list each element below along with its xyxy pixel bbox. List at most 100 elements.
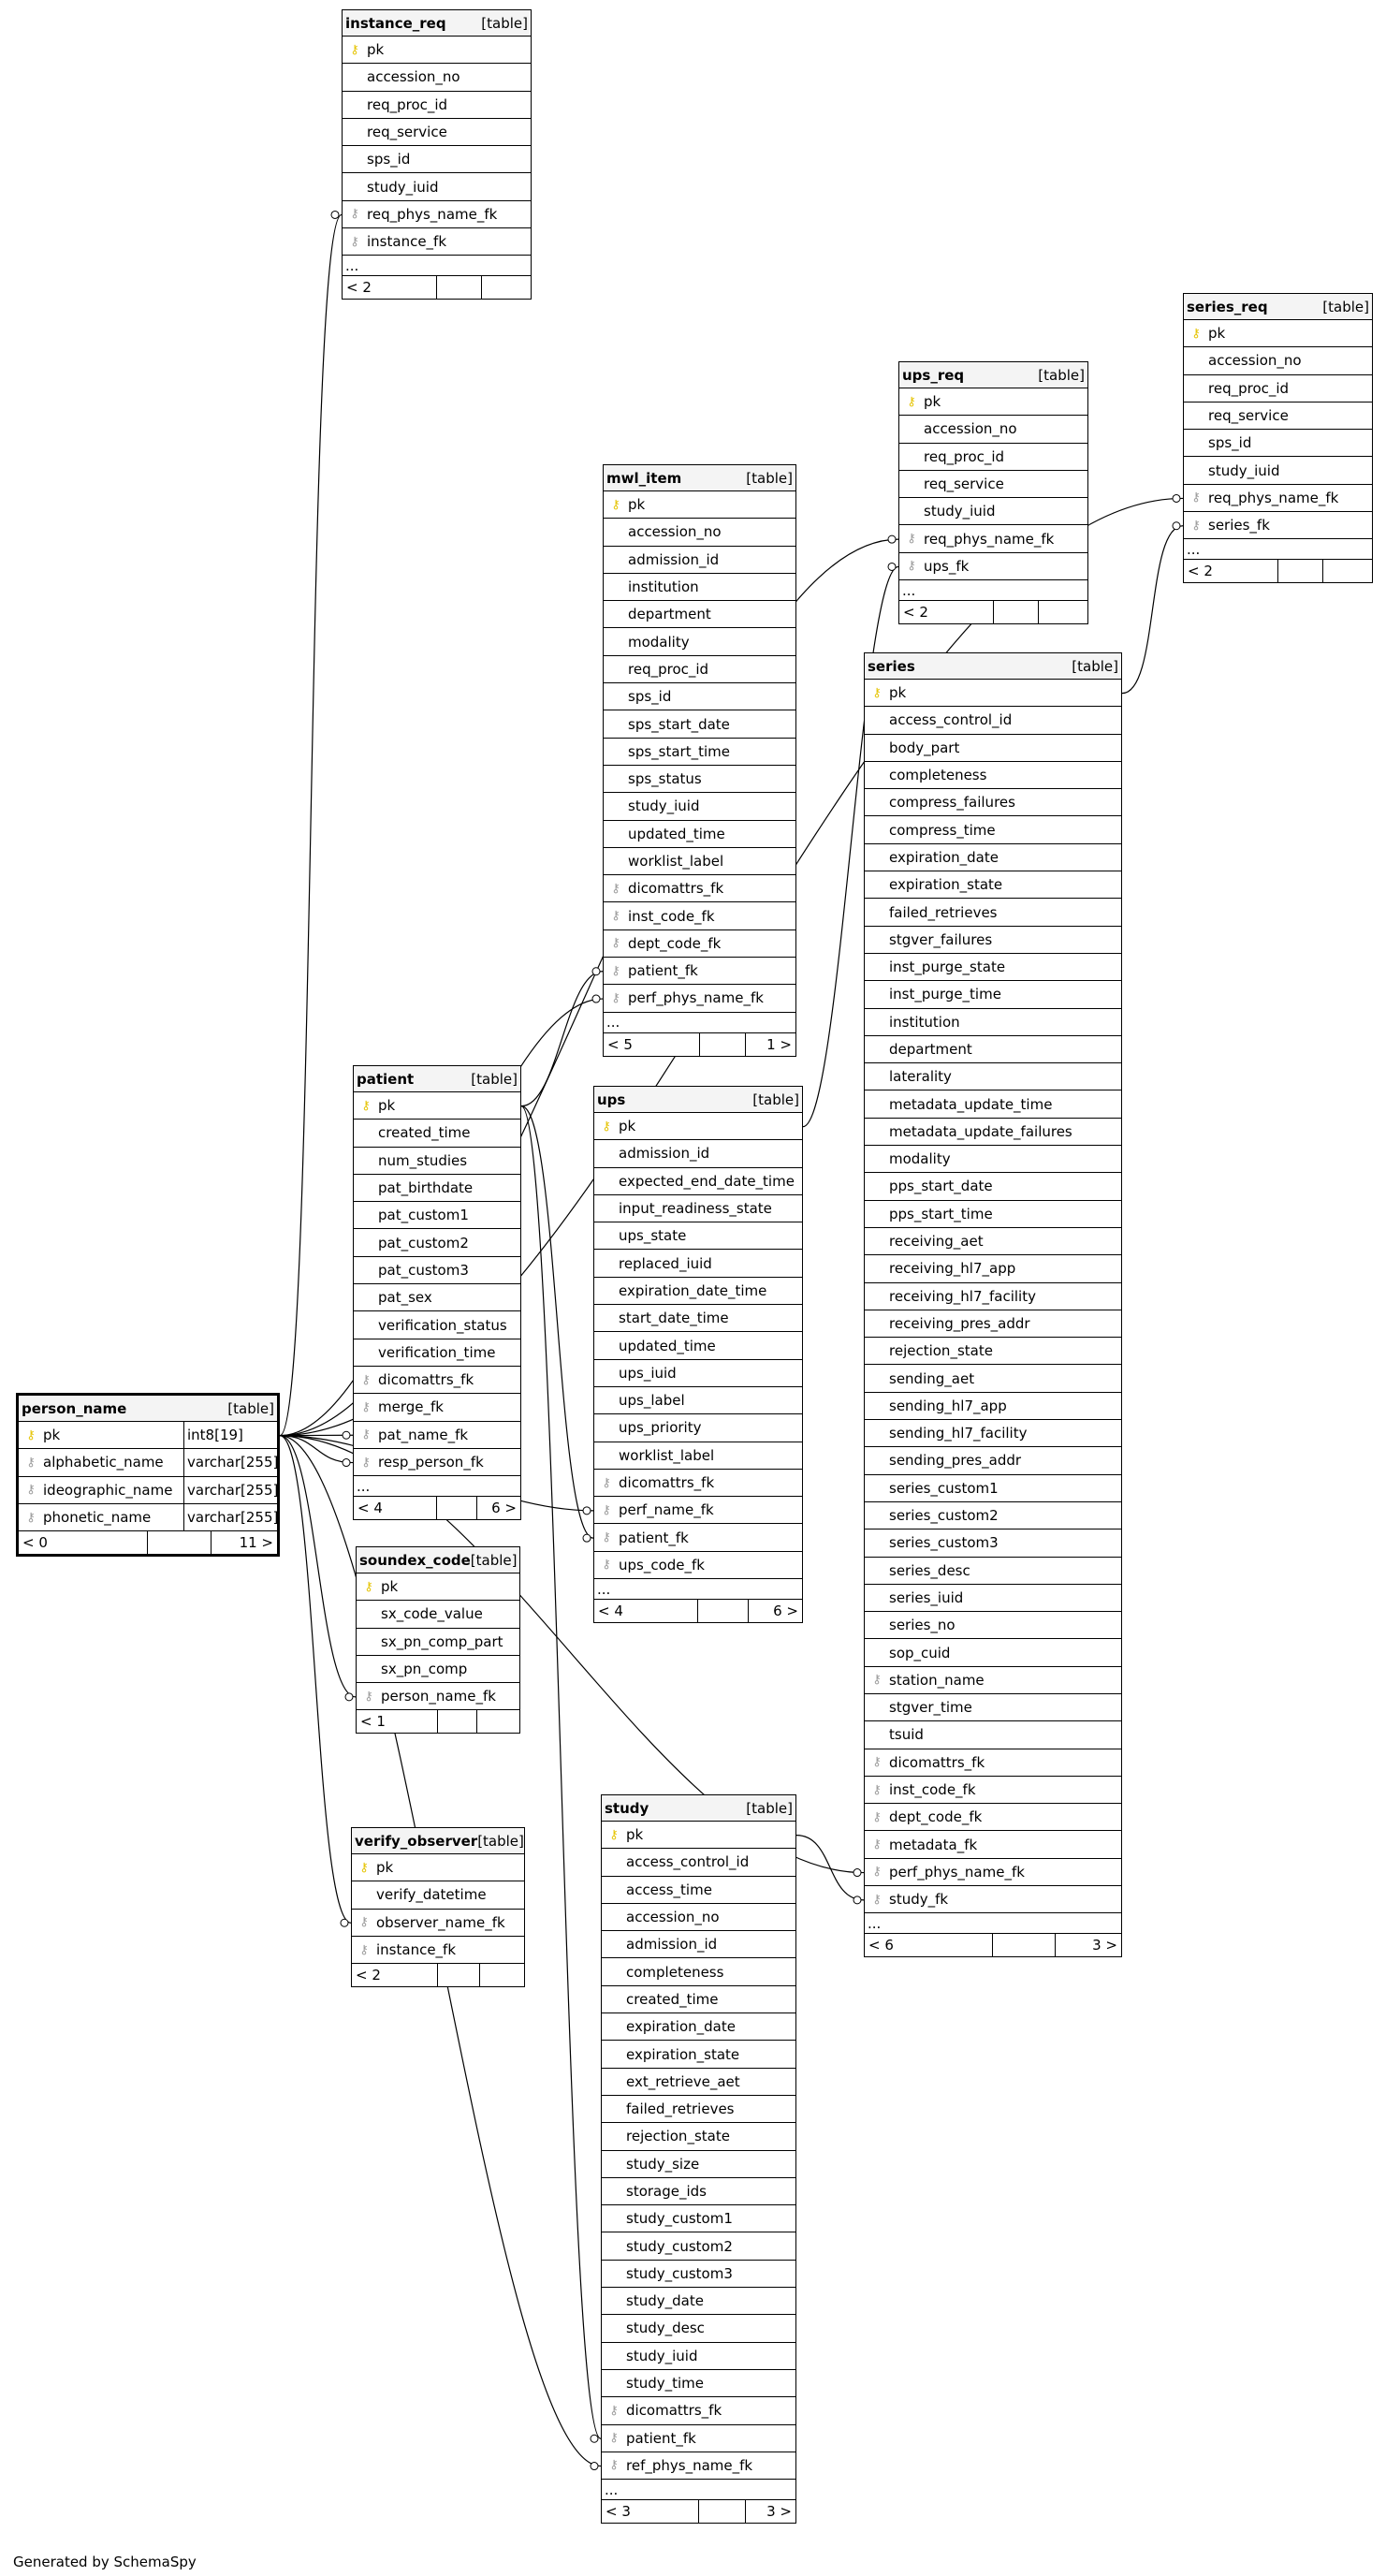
column-name: expiration_date_time: [619, 1281, 767, 1299]
column-row: ups_label: [594, 1387, 802, 1415]
column-name: verification_time: [378, 1343, 496, 1361]
table-header: person_name[table]: [19, 1396, 277, 1422]
column-row: study_iuid: [602, 2343, 795, 2370]
column-row: req_service: [343, 119, 531, 147]
table-name: ups_req: [902, 366, 965, 384]
column-name: study_iuid: [924, 503, 996, 520]
column-name: metadata_update_failures: [889, 1122, 1072, 1140]
column-row: accession_no: [602, 1904, 795, 1932]
column-row: ⚷pat_name_fk: [354, 1422, 520, 1449]
optional-marker: [853, 1895, 862, 1905]
table-header: patient[table]: [354, 1066, 520, 1092]
table-type-label: [table]: [481, 14, 528, 32]
table-header: soundex_code[table]: [357, 1547, 519, 1573]
column-name: ups_iuid: [619, 1364, 677, 1382]
column-name: input_readiness_state: [619, 1200, 772, 1218]
parent-count: < 3: [602, 2500, 699, 2524]
foreign-key-icon: ⚷: [872, 1892, 882, 1907]
column-name: access_control_id: [889, 711, 1013, 729]
column-name: pk: [43, 1427, 61, 1444]
table-name: patient: [357, 1070, 415, 1088]
foreign-key-icon: ⚷: [602, 1558, 611, 1573]
column-row: completeness: [865, 762, 1121, 790]
more-columns: ...: [594, 1579, 802, 1601]
column-row: input_readiness_state: [594, 1195, 802, 1223]
column-name: storage_ids: [626, 2183, 707, 2200]
column-row: storage_ids: [602, 2178, 795, 2206]
column-name: person_name_fk: [381, 1688, 496, 1705]
foreign-key-icon: ⚷: [1191, 490, 1201, 505]
optional-marker: [342, 1430, 351, 1440]
table-header: ups_req[table]: [899, 362, 1087, 388]
column-row: compress_time: [865, 816, 1121, 844]
foreign-key-icon: ⚷: [361, 1399, 371, 1414]
column-row: access_time: [602, 1877, 795, 1904]
foreign-key-icon: ⚷: [359, 1915, 369, 1930]
column-name: study_custom2: [626, 2237, 733, 2255]
column-row: accession_no: [604, 519, 795, 547]
table-name: soundex_code: [359, 1551, 471, 1569]
column-name: sx_pn_comp_part: [381, 1632, 503, 1650]
column-row: created_time: [354, 1120, 520, 1148]
column-name: sx_pn_comp: [381, 1661, 468, 1678]
more-columns: ...: [604, 1013, 795, 1033]
column-row: sx_pn_comp_part: [357, 1629, 519, 1656]
column-name: sps_id: [628, 688, 672, 706]
column-row: sx_code_value: [357, 1601, 519, 1629]
column-name: perf_name_fk: [619, 1501, 714, 1519]
column-row: rejection_state: [602, 2123, 795, 2151]
key-icon: ⚷: [611, 497, 620, 512]
column-row: pat_custom2: [354, 1229, 520, 1257]
relationship-line: [802, 565, 899, 1128]
column-row: study_custom3: [602, 2261, 795, 2289]
optional-marker: [582, 1506, 591, 1515]
column-name: req_phys_name_fk: [924, 530, 1055, 548]
column-row: ⚷observer_name_fk: [352, 1910, 524, 1937]
column-row: ⚷pk: [865, 680, 1121, 708]
relationship-line: [1121, 525, 1184, 695]
child-count: [477, 1710, 519, 1733]
column-row: compress_failures: [865, 789, 1121, 817]
column-row: receiving_hl7_app: [865, 1255, 1121, 1283]
column-name: ups_priority: [619, 1419, 702, 1437]
child-count: 6 >: [773, 1603, 798, 1620]
column-name: alphabetic_name: [43, 1454, 164, 1471]
column-name: sps_start_time: [628, 742, 730, 760]
column-name: updated_time: [619, 1337, 716, 1354]
column-row: completeness: [602, 1958, 795, 1986]
column-name: req_proc_id: [628, 660, 709, 678]
column-row: ⚷inst_code_fk: [865, 1777, 1121, 1805]
column-name: compress_time: [889, 821, 996, 839]
column-name: sps_id: [1208, 434, 1252, 452]
table-type-label: [table]: [746, 1799, 793, 1817]
parent-count: < 4: [354, 1497, 437, 1520]
table-name: mwl_item: [606, 469, 682, 487]
column-name: merge_fk: [378, 1398, 444, 1416]
foreign-key-icon: ⚷: [872, 1755, 882, 1770]
foreign-key-icon: ⚷: [907, 532, 916, 547]
column-name: dicomattrs_fk: [626, 2402, 722, 2420]
column-name: expiration_state: [626, 2045, 740, 2063]
column-row: updated_time: [594, 1332, 802, 1360]
table-footer: < 2: [343, 276, 531, 300]
relationship-line: [279, 1435, 352, 1924]
column-row: ⚷dicomattrs_fk: [354, 1367, 520, 1395]
foreign-key-icon: ⚷: [611, 963, 620, 978]
foreign-key-icon: ⚷: [350, 234, 359, 249]
relation-spacer: [437, 276, 483, 300]
column-name: ups_label: [619, 1392, 685, 1410]
